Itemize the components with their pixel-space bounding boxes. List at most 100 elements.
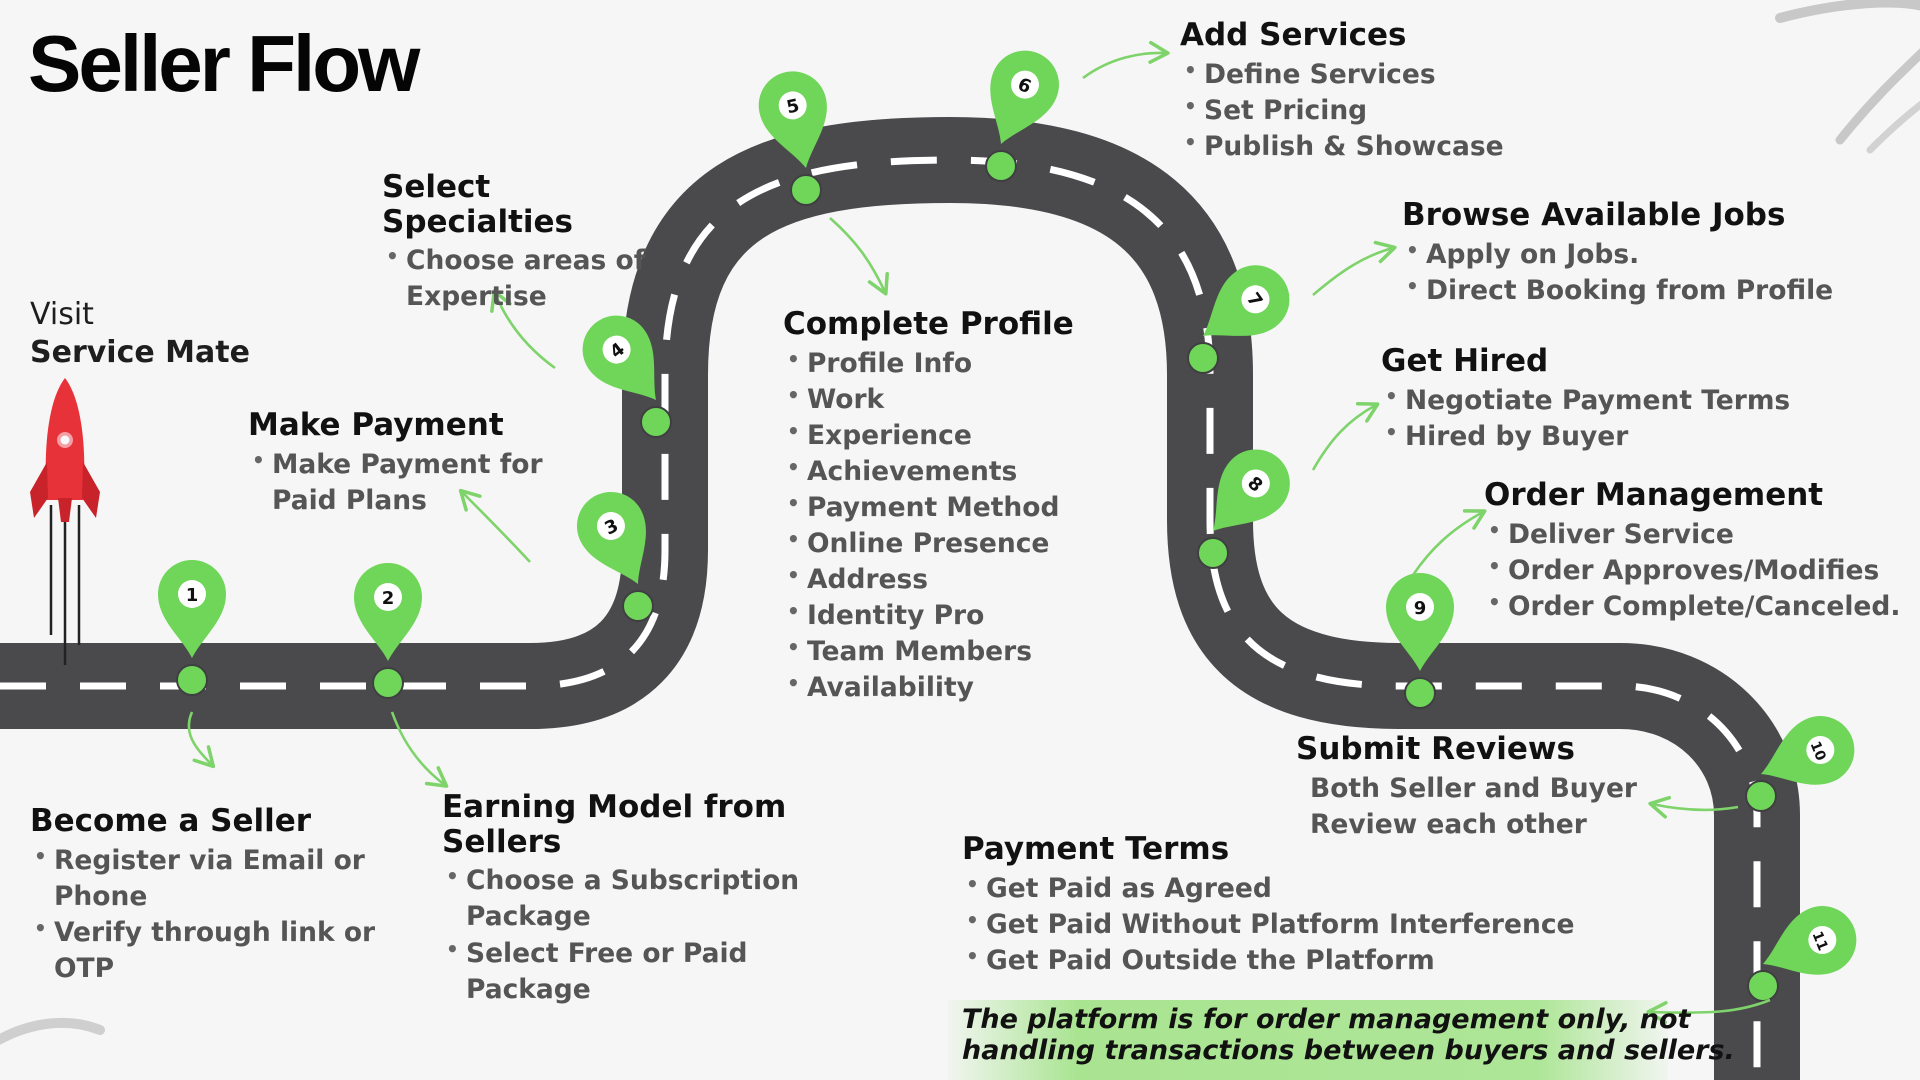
step-complete-profile: Complete Profile Profile Info Work Exper… <box>783 307 1123 706</box>
visit-line-2: Service Mate <box>30 334 250 370</box>
curved-arrow-icon <box>1082 40 1170 80</box>
list-item: Identity Pro <box>783 598 1123 634</box>
pin-anchor-dot <box>1187 342 1219 374</box>
list-item: Availability <box>783 670 1123 706</box>
step-list: Choose areas of Expertise <box>382 243 672 315</box>
list-item: Select Free or Paid Package <box>442 936 872 1008</box>
list-item: Order Approves/Modifies <box>1484 553 1914 589</box>
list-item: Set Pricing <box>1180 93 1600 129</box>
pin-number-badge <box>1806 736 1835 765</box>
step-become-a-seller: Become a Seller Register via Email or Ph… <box>30 804 410 987</box>
map-pin-icon: 10 <box>1745 716 1855 812</box>
pin-marker: 3 <box>576 491 646 584</box>
step-title: Browse Available Jobs <box>1402 197 1786 233</box>
pin-anchor-dot <box>790 174 822 206</box>
rocket-icon <box>30 378 100 665</box>
step-list: Negotiate Payment Terms Hired by Buyer <box>1381 383 1881 455</box>
step-list: Define Services Set Pricing Publish & Sh… <box>1180 57 1600 165</box>
step-title: Add Services <box>1180 17 1407 53</box>
step-earning-model: Earning Model from Sellers Choose a Subs… <box>442 790 872 1008</box>
list-item: Team Members <box>783 634 1123 670</box>
pin-marker: 11 <box>1763 906 1857 975</box>
pin-number-badge <box>1010 70 1039 99</box>
pin-body <box>354 563 422 661</box>
step-title: Become a Seller <box>30 803 312 839</box>
step-list: Make Payment for Paid Plans <box>248 447 578 519</box>
pin-marker: 4 <box>582 315 656 400</box>
platform-note: The platform is for order management onl… <box>962 1004 1735 1067</box>
step-title: Select Specialties <box>382 169 574 240</box>
list-item: Achievements <box>783 454 1123 490</box>
list-item: Get Paid Without Platform Interference <box>962 907 1612 943</box>
pin-marker: 9 <box>1386 573 1454 671</box>
list-item: Payment Method <box>783 490 1123 526</box>
pin-marker: 10 <box>1761 716 1855 785</box>
list-item: Choose a Subscription Package <box>442 863 872 935</box>
map-pin-icon: 5 <box>758 71 827 206</box>
list-item: Negotiate Payment Terms <box>1381 383 1881 419</box>
list-item: Verify through link or OTP <box>30 915 410 987</box>
curved-arrow-icon <box>1648 795 1739 819</box>
step-title: Submit Reviews <box>1296 731 1575 767</box>
pin-anchor-dot <box>1404 677 1436 709</box>
pin-body <box>758 71 827 168</box>
step-title: Make Payment <box>248 407 504 443</box>
curved-arrow-icon <box>187 711 216 769</box>
step-make-payment: Make Payment Make Payment for Paid Plans <box>248 408 578 519</box>
pin-number-badge <box>602 335 631 364</box>
map-pin-icon: 4 <box>582 315 672 438</box>
decor-scribble <box>1866 100 1920 154</box>
pin-marker: 2 <box>354 563 422 661</box>
list-item: Address <box>783 562 1123 598</box>
pin-number: 2 <box>382 588 395 609</box>
list-item: Experience <box>783 418 1123 454</box>
pin-number-badge <box>1406 593 1434 621</box>
map-pin-icon: 3 <box>576 491 654 622</box>
map-pin-icon: 8 <box>1197 449 1290 569</box>
pin-body <box>158 560 226 658</box>
list-item: Online Presence <box>783 526 1123 562</box>
pin-marker: 8 <box>1213 449 1290 531</box>
pin-number-badge <box>596 511 625 540</box>
pin-anchor-dot <box>372 667 404 699</box>
pin-marker: 1 <box>158 560 226 658</box>
step-list: Apply on Jobs. Direct Booking from Profi… <box>1402 237 1902 309</box>
page-title: Seller Flow <box>28 19 420 108</box>
pin-body <box>1386 573 1454 671</box>
decor-scribble <box>0 1017 105 1046</box>
step-payment-terms: Payment Terms Get Paid as Agreed Get Pai… <box>962 832 1612 979</box>
step-add-services: Add Services Define Services Set Pricing… <box>1180 18 1600 165</box>
pin-anchor-dot <box>622 590 654 622</box>
pin-number-badge <box>778 91 807 120</box>
list-item: Get Paid as Agreed <box>962 871 1612 907</box>
pin-number: 10 <box>1806 739 1828 763</box>
step-list: Register via Email or Phone Verify throu… <box>30 843 410 987</box>
curved-arrow-icon <box>1411 509 1487 576</box>
step-text: Both Seller and Buyer Review each other <box>1310 772 1637 840</box>
pin-number-badge <box>178 580 206 608</box>
list-item: Order Complete/Canceled. <box>1484 589 1914 625</box>
pin-anchor-dot <box>1197 537 1229 569</box>
step-select-specialties: Select Specialties Choose areas of Exper… <box>382 170 672 316</box>
map-pin-icon: 9 <box>1386 573 1454 709</box>
note-highlight <box>948 1000 1668 1080</box>
list-item: Deliver Service <box>1484 517 1914 553</box>
step-browse-jobs: Browse Available Jobs Apply on Jobs. Dir… <box>1402 198 1902 309</box>
list-item: Apply on Jobs. <box>1402 237 1902 273</box>
pin-marker: 5 <box>758 71 827 168</box>
pin-number: 9 <box>1414 598 1427 619</box>
pin-number: 5 <box>785 95 802 118</box>
curved-arrow-icon <box>390 711 449 788</box>
map-pin-icon: 6 <box>985 50 1059 182</box>
curved-arrow-icon <box>1312 240 1397 296</box>
list-item: Get Paid Outside the Platform <box>962 943 1612 979</box>
list-item: Profile Info <box>783 346 1123 382</box>
pin-number-badge <box>1241 285 1270 314</box>
map-pin-icon: 2 <box>354 563 422 699</box>
curved-arrow-icon <box>1646 998 1771 1025</box>
list-item: Choose areas of Expertise <box>382 243 672 315</box>
pin-number-badge <box>374 583 402 611</box>
pin-marker: 7 <box>1203 265 1290 336</box>
visit-label: Visit Service Mate <box>30 296 250 371</box>
